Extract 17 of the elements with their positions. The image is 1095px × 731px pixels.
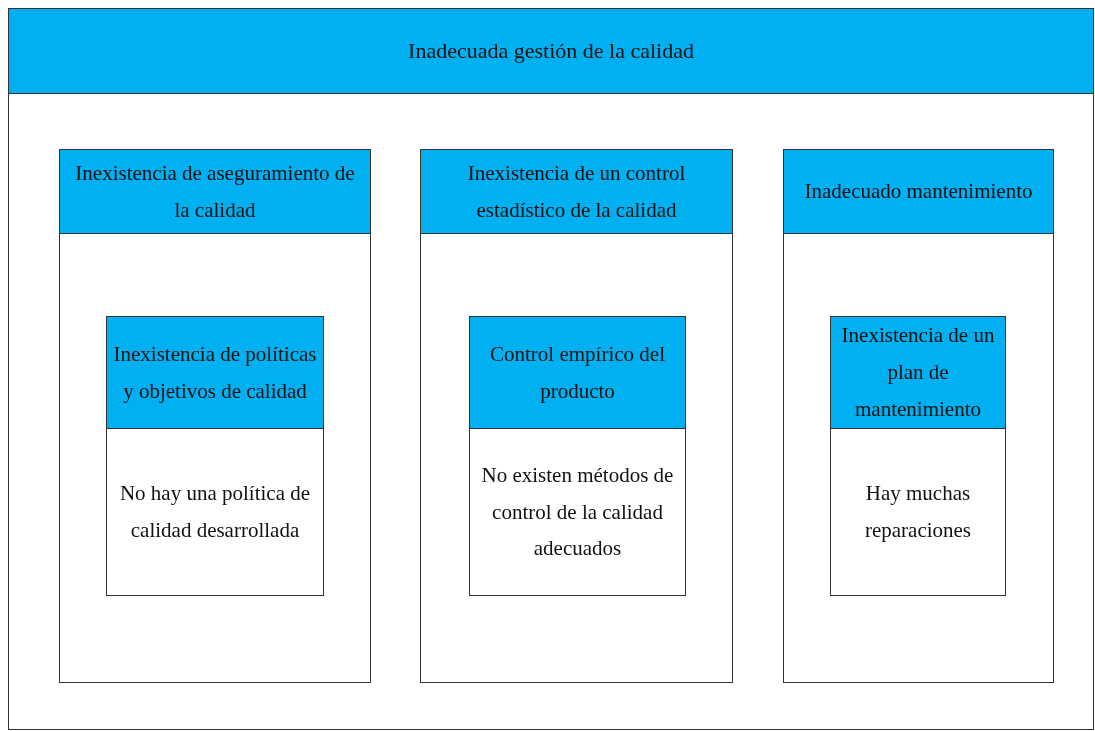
category-box <box>59 149 371 683</box>
category-box <box>783 149 1054 683</box>
heading-band: Inexistencia de aseguramiento de la calidad <box>60 150 370 234</box>
category-box <box>420 149 733 683</box>
heading-band: Inadecuado mantenimiento <box>784 150 1053 234</box>
heading-band: Inexistencia de políticas y objetivos de calidad <box>107 317 323 429</box>
description-text: No existen métodos de control de la calidad adecuados <box>480 461 675 563</box>
heading-band: Inexistencia de un control estadístico de la calidad <box>421 150 732 234</box>
heading-band: Control empírico del producto <box>470 317 685 429</box>
heading-band: Inadecuada gestión de la calidad <box>9 9 1093 94</box>
category-box <box>469 316 686 596</box>
heading-band: Inexistencia de un plan de mantenimiento <box>831 317 1005 429</box>
category-box <box>106 316 324 596</box>
diagram-frame <box>8 8 1094 730</box>
description-text: Hay muchas reparaciones <box>863 480 973 544</box>
description-text: No hay una política de calidad desarrollada <box>118 480 312 544</box>
category-box <box>830 316 1006 596</box>
